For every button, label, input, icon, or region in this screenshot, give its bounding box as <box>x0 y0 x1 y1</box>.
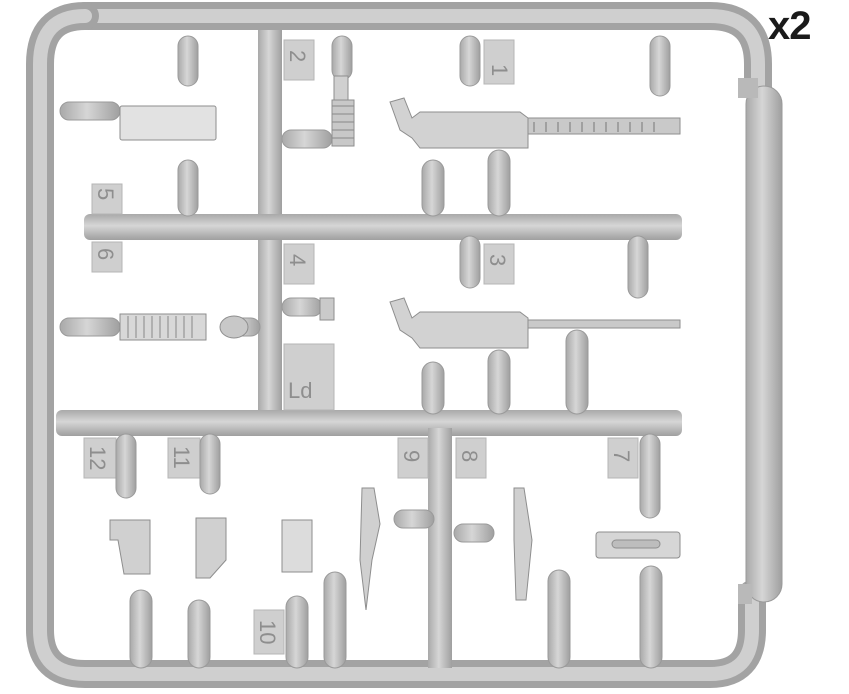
ribbed-part-6 <box>119 313 249 341</box>
part-number-1: 1 <box>487 64 512 76</box>
part-number-3: 3 <box>485 254 510 266</box>
gates <box>59 35 671 669</box>
inner-runners <box>54 30 682 668</box>
part-number-12: 12 <box>85 446 110 470</box>
parts <box>109 75 681 611</box>
part-number-7: 7 <box>609 450 634 462</box>
part-number-tabs <box>83 39 639 655</box>
part-number-8: 8 <box>457 450 482 462</box>
part-number-6: 6 <box>93 248 118 260</box>
outer-frame <box>26 2 783 688</box>
quantity-label: x2 <box>768 4 811 48</box>
part-number-5: 5 <box>93 188 118 200</box>
part-number-2: 2 <box>285 50 310 62</box>
part-number-10: 10 <box>255 620 280 644</box>
machine-gun-part-1 <box>389 97 681 149</box>
part-number-9: 9 <box>399 450 424 462</box>
machine-gun-part-3 <box>389 297 681 349</box>
part-number-4: 4 <box>285 254 310 266</box>
part-number-11: 11 <box>169 446 194 469</box>
spring-part <box>331 75 355 147</box>
maker-mark: Ld <box>288 378 312 403</box>
part-numbers: 1 2 3 4 5 6 7 8 9 10 11 12 Ld <box>85 50 634 644</box>
